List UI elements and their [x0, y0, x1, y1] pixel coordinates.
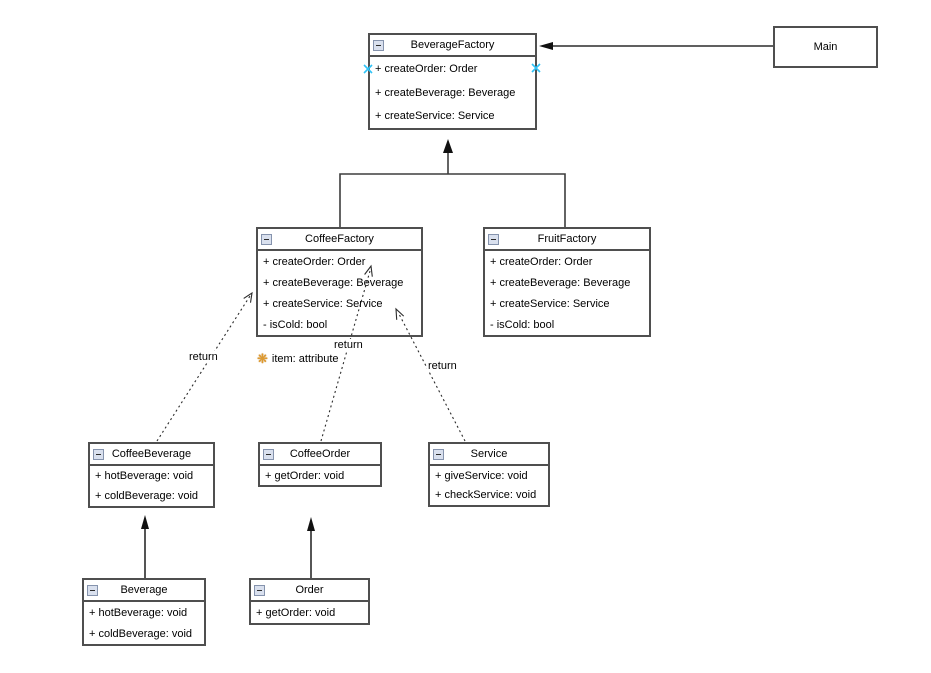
class-title: CoffeeFactory	[305, 233, 374, 245]
node-title: Main	[813, 41, 838, 53]
class-member[interactable]: - isCold: bool	[263, 318, 328, 331]
attribute-note[interactable]: ❋ item: attribute	[257, 352, 339, 365]
class-member[interactable]: + getOrder: void	[256, 606, 336, 619]
starburst-icon: ❋	[257, 351, 268, 366]
class-title: FruitFactory	[537, 233, 597, 245]
collapse-icon[interactable]	[433, 448, 444, 460]
class-members: + createOrder: Order + createBeverage: Be…	[258, 251, 421, 335]
collapse-icon[interactable]	[263, 448, 274, 460]
class-members: + getOrder: void	[251, 602, 368, 623]
class-title: CoffeeBeverage	[111, 448, 192, 460]
class-title: Order	[295, 584, 324, 596]
class-member[interactable]: + createOrder: Order	[490, 255, 593, 268]
collapse-icon[interactable]	[261, 233, 272, 245]
class-box-coffee-order[interactable]: CoffeeOrder + getOrder: void	[258, 442, 382, 487]
return-label[interactable]: return	[427, 360, 458, 372]
collapse-icon[interactable]	[254, 584, 265, 596]
class-header: Service	[430, 444, 548, 466]
class-member[interactable]: + createService: Service	[490, 297, 610, 310]
class-header: Beverage	[84, 580, 204, 602]
collapse-icon[interactable]	[93, 448, 104, 460]
class-box-main[interactable]: Main	[773, 26, 878, 68]
collapse-icon[interactable]	[488, 233, 499, 245]
class-title: Beverage	[120, 584, 168, 596]
class-box-fruit-factory[interactable]: FruitFactory + createOrder: Order+ creat…	[483, 227, 651, 337]
class-box-beverage[interactable]: Beverage + hotBeverage: void + coldBevera…	[82, 578, 206, 646]
class-title: BeverageFactory	[410, 39, 495, 51]
class-member[interactable]: + createBeverage: Beverage	[490, 276, 631, 289]
class-member[interactable]: + createBeverage: Beverage	[375, 86, 516, 99]
class-header: FruitFactory	[485, 229, 649, 251]
class-member[interactable]: + createOrder: Order	[375, 62, 478, 75]
class-members: + giveService: void + checkService: void	[430, 466, 548, 505]
return-label[interactable]: return	[188, 351, 219, 363]
class-member[interactable]: + createBeverage: Beverage	[263, 276, 404, 289]
class-header: BeverageFactory	[370, 35, 535, 57]
class-member[interactable]: + giveService: void	[435, 469, 528, 482]
class-header: CoffeeBeverage	[90, 444, 213, 466]
return-label[interactable]: return	[333, 339, 364, 351]
collapse-icon[interactable]	[373, 39, 384, 51]
class-header: CoffeeOrder	[260, 444, 380, 466]
class-members: + hotBeverage: void + coldBeverage: void	[84, 602, 204, 644]
class-title: Service	[470, 448, 508, 460]
class-members: + createOrder: Order + createBeverage: Be…	[370, 57, 535, 128]
class-members: + createOrder: Order + createBeverage: Be…	[485, 251, 649, 335]
class-members: + getOrder: void	[260, 466, 380, 485]
class-box-beverage-factory[interactable]: BeverageFactory + createOrder: Order+ cr…	[368, 33, 537, 130]
collapse-icon[interactable]	[87, 584, 98, 596]
class-box-service[interactable]: Service + giveService: void + checkServic…	[428, 442, 550, 507]
class-member[interactable]: + createOrder: Order	[263, 255, 366, 268]
class-member[interactable]: + hotBeverage: void	[95, 470, 194, 482]
class-header: CoffeeFactory	[258, 229, 421, 251]
class-header: Order	[251, 580, 368, 602]
class-box-coffee-factory[interactable]: CoffeeFactory + createOrder: Order+ crea…	[256, 227, 423, 337]
attribute-note-text: item: attribute	[271, 352, 339, 365]
class-member[interactable]: + createService: Service	[263, 297, 383, 310]
class-member[interactable]: + getOrder: void	[265, 469, 345, 482]
class-members: + hotBeverage: void + coldBeverage: void	[90, 466, 213, 506]
class-title: CoffeeOrder	[289, 448, 351, 460]
class-box-coffee-beverage[interactable]: CoffeeBeverage + hotBeverage: void + cold…	[88, 442, 215, 508]
class-member[interactable]: + hotBeverage: void	[89, 606, 188, 619]
class-member[interactable]: + checkService: void	[435, 489, 537, 502]
class-member[interactable]: + coldBeverage: void	[89, 627, 193, 640]
class-member[interactable]: - isCold: bool	[490, 318, 555, 331]
class-member[interactable]: + createService: Service	[375, 110, 495, 123]
class-member[interactable]: + coldBeverage: void	[95, 490, 199, 502]
class-box-order[interactable]: Order + getOrder: void	[249, 578, 370, 625]
